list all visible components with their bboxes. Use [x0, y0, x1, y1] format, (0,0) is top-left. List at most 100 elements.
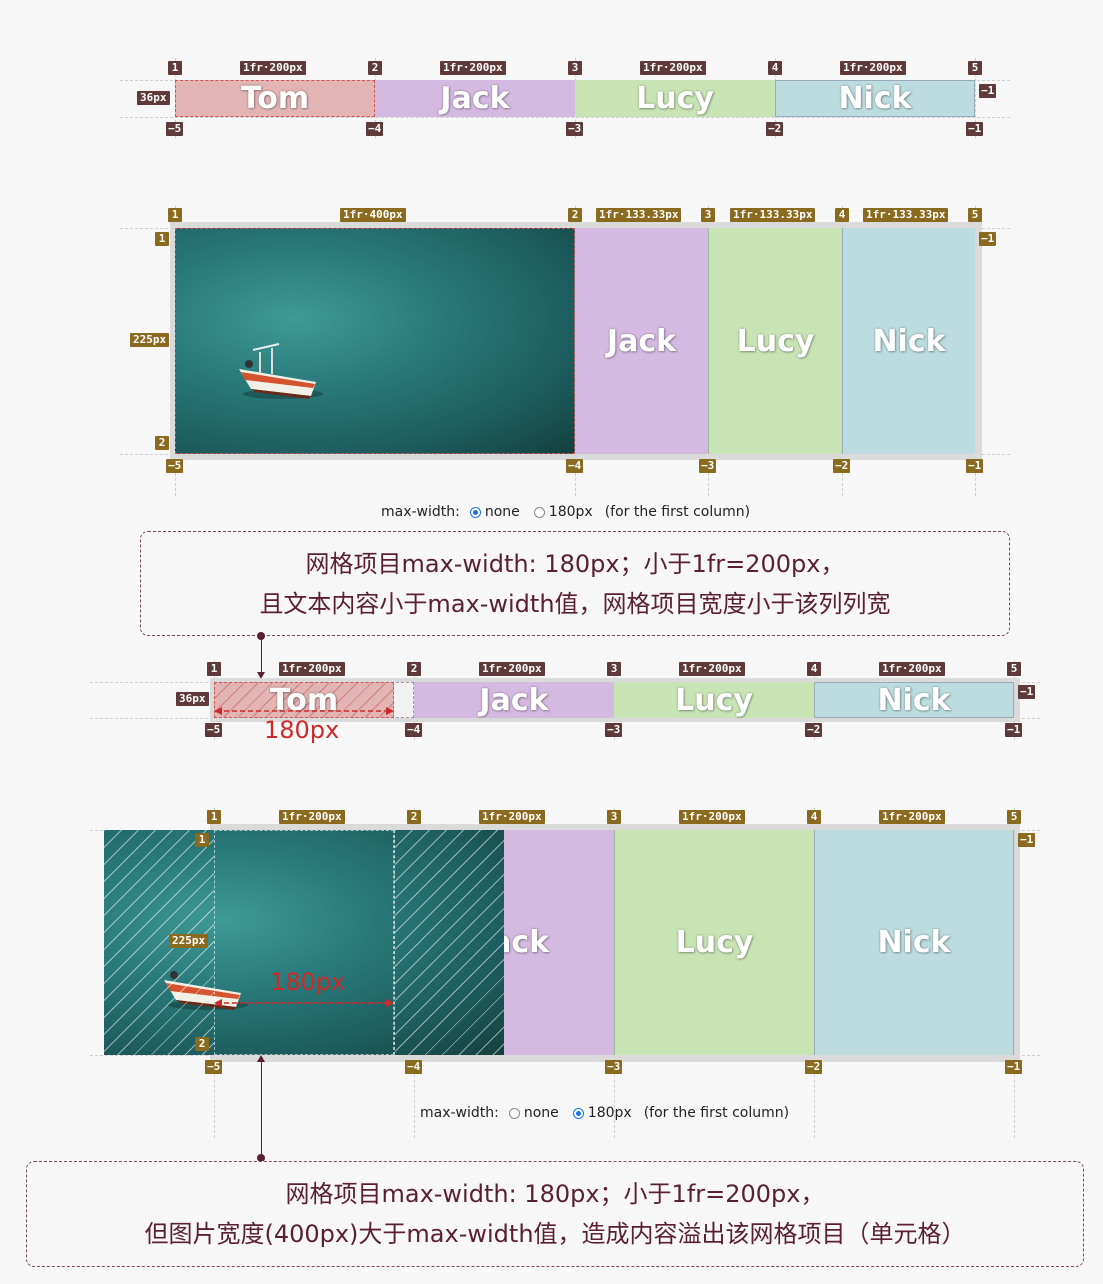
line-number: 1 [168, 61, 182, 75]
note-1-line-2: 且文本内容小于max-width值，网格项目宽度小于该列列宽 [259, 590, 891, 618]
line-number: −5 [205, 1060, 223, 1074]
radio-group-label: max-width: [420, 1105, 499, 1121]
note-2-line-2: 但图片宽度(400px)大于max-width值，造成内容溢出该网格项目（单元格… [144, 1220, 966, 1248]
column-size-label: 1fr·200px [840, 61, 906, 75]
row-size-label: 36px [137, 91, 170, 105]
line-number: −5 [166, 122, 184, 136]
line-number: −1 [1018, 833, 1036, 847]
line-number: 1 [207, 662, 221, 676]
column-size-label: 1fr·200px [679, 662, 745, 676]
boat-photo [175, 228, 575, 454]
row-size-label: 36px [176, 692, 209, 706]
line-number: −4 [405, 1060, 423, 1074]
line-number: −1 [1005, 1060, 1023, 1074]
note-1: 网格项目max-width: 180px；小于1fr=200px， 且文本内容小… [140, 531, 1010, 636]
radio-180px[interactable] [533, 506, 545, 518]
connector [261, 1062, 262, 1158]
line-number: −3 [605, 723, 623, 737]
cell-lucy: Lucy [614, 830, 814, 1055]
column-size-label: 1fr·200px [679, 810, 745, 824]
cell-jack: Jack [414, 682, 614, 718]
cell-nick: Nick [814, 830, 1014, 1055]
column-size-label: 1fr·133.33px [596, 208, 682, 222]
column-size-label: 1fr·200px [479, 810, 545, 824]
radio-group-label: max-width: [381, 504, 460, 520]
radio-none[interactable] [508, 1107, 520, 1119]
row-size-label: 225px [169, 934, 209, 948]
max-width-radio-group: max-width: none 180px (for the first col… [381, 504, 750, 520]
note-1-line-1: 网格项目max-width: 180px；小于1fr=200px， [305, 550, 845, 578]
radio-suffix: (for the first column) [643, 1105, 790, 1121]
radio-180px[interactable] [572, 1107, 584, 1119]
radio-none-label: none [484, 504, 520, 520]
line-number: 2 [407, 810, 421, 824]
cell-tom: Tom [214, 682, 394, 718]
line-number: 4 [768, 61, 782, 75]
line-number: 5 [968, 208, 982, 222]
column-size-label: 1fr·200px [879, 810, 945, 824]
radio-180px-label: 180px [587, 1105, 632, 1121]
row-size-label: 225px [130, 333, 170, 347]
cell-lucy: Lucy [575, 80, 775, 117]
line-number: −3 [699, 459, 717, 473]
column-size-label: 1fr·133.33px [863, 208, 949, 222]
line-number: 1 [207, 810, 221, 824]
max-width-radio-group: max-width: none 180px (for the first col… [420, 1105, 789, 1121]
measure-label: 180px [264, 716, 340, 744]
connector [261, 636, 262, 676]
line-number: −3 [566, 122, 584, 136]
line-number: −1 [966, 459, 984, 473]
line-number: 3 [607, 810, 621, 824]
line-number: −1 [1005, 723, 1023, 737]
line-number: −4 [566, 459, 584, 473]
radio-180px-label: 180px [548, 504, 593, 520]
line-number: 2 [155, 436, 169, 450]
cell-lucy: Lucy [708, 228, 842, 454]
column-size-label: 1fr·200px [240, 61, 306, 75]
cell-jack: Jack [575, 228, 708, 454]
cell-jack: Jack [375, 80, 575, 117]
line-number: −5 [166, 459, 184, 473]
line-number: −4 [405, 723, 423, 737]
measure-arrow [214, 707, 394, 715]
line-number: 4 [835, 208, 849, 222]
radio-none[interactable] [469, 506, 481, 518]
cell-nick: Nick [814, 682, 1014, 718]
line-number: 5 [1007, 662, 1021, 676]
line-number: 4 [807, 810, 821, 824]
line-number: 3 [568, 61, 582, 75]
line-number: 3 [607, 662, 621, 676]
line-number: 2 [368, 61, 382, 75]
cell-lucy: Lucy [614, 682, 814, 718]
boat-icon [239, 343, 323, 399]
line-number: 2 [407, 662, 421, 676]
radio-none-label: none [523, 1105, 559, 1121]
line-number: 1 [155, 232, 169, 246]
line-number: −1 [1018, 685, 1036, 699]
line-number: −2 [805, 723, 823, 737]
line-number: −1 [966, 122, 984, 136]
column-size-label: 1fr·400px [340, 208, 406, 222]
line-number: −2 [766, 122, 784, 136]
radio-suffix: (for the first column) [604, 504, 751, 520]
cell-nick: Nick [775, 80, 975, 117]
line-number: 3 [701, 208, 715, 222]
column-size-label: 1fr·200px [279, 662, 345, 676]
cell-nick: Nick [842, 228, 975, 454]
cell-tom: Tom [175, 80, 375, 117]
line-number: −2 [805, 1060, 823, 1074]
line-number: 1 [168, 208, 182, 222]
line-number: −1 [979, 84, 997, 98]
column-size-label: 1fr·133.33px [730, 208, 816, 222]
line-number: 1 [195, 833, 209, 847]
column-size-label: 1fr·200px [440, 61, 506, 75]
column-size-label: 1fr·200px [479, 662, 545, 676]
line-number: 4 [807, 662, 821, 676]
line-number: −5 [205, 723, 223, 737]
line-number: −1 [979, 232, 997, 246]
line-number: −2 [833, 459, 851, 473]
column-size-label: 1fr·200px [879, 662, 945, 676]
measure-label: 180px [270, 968, 346, 996]
line-number: 2 [195, 1037, 209, 1051]
boat-photo [104, 830, 504, 1055]
